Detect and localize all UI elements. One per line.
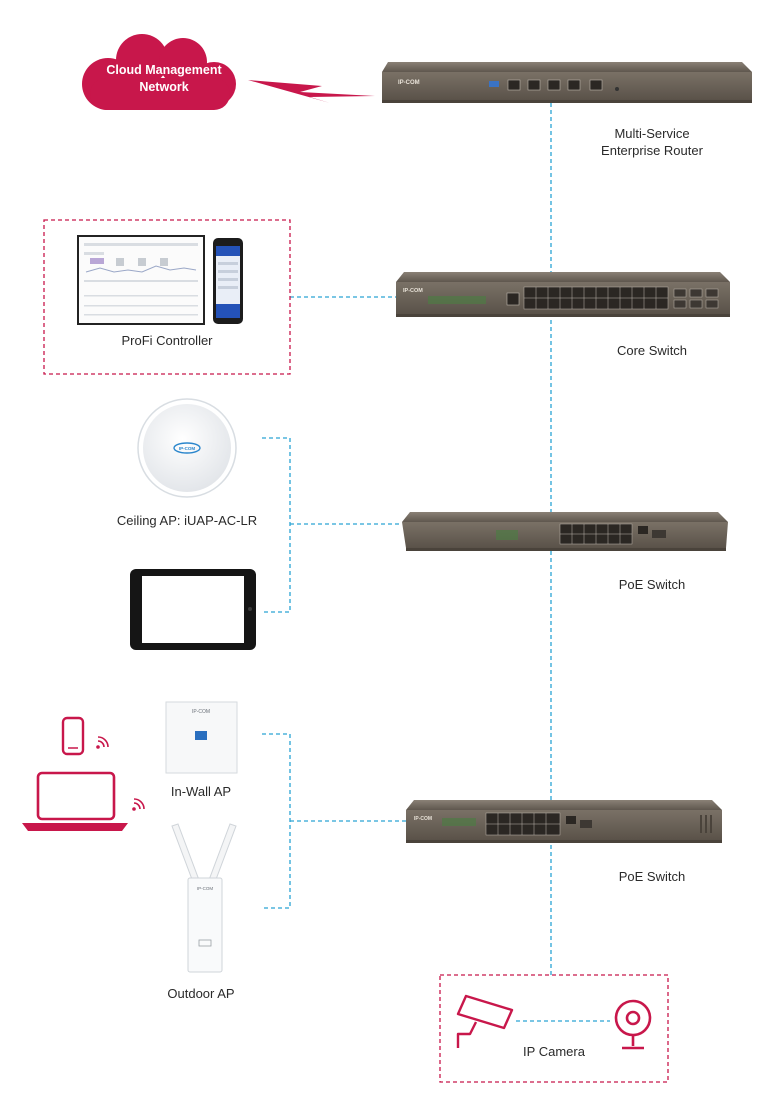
- cloud-management-network: [82, 34, 375, 110]
- inwall-ap-brand-text: IP-COM: [192, 709, 210, 715]
- camera-label: IP Camera: [523, 1044, 585, 1059]
- controller-group: [43, 219, 291, 375]
- controller-label: ProFi Controller: [121, 333, 213, 348]
- cloud-label-line1: Cloud Management: [106, 63, 222, 77]
- lightning-link-icon: [248, 80, 375, 103]
- router-label-line1: Multi-Service: [614, 126, 690, 141]
- inwall-ap-label: In-Wall AP: [170, 784, 232, 799]
- ceiling-ap-bracket: [262, 437, 291, 613]
- ceiling-ap-label: Ceiling AP: iUAP-AC-LR: [116, 513, 258, 528]
- cloud-label: Cloud Management Network: [86, 62, 242, 96]
- router-label-line2: Enterprise Router: [601, 143, 703, 158]
- router-brand-text: IP-COM: [398, 80, 420, 86]
- tablet-device: [130, 569, 256, 650]
- outdoor-ap-bracket: [262, 733, 291, 909]
- core-switch-label: Core Switch: [616, 343, 688, 358]
- ceiling-ap-device: IP-COM: [137, 398, 237, 498]
- outdoor-ap-brand-text: IP-COM: [197, 886, 214, 891]
- cloud-label-line2: Network: [139, 80, 189, 94]
- dome-camera-icon: [614, 999, 652, 1050]
- connection-lines: [262, 103, 610, 1022]
- outdoor-ap-label: Outdoor AP: [167, 986, 235, 1001]
- outdoor-ap-device: IP-COM: [171, 823, 237, 973]
- wifi-signal-icon: [96, 736, 109, 749]
- laptop-icon: [36, 771, 116, 821]
- core-switch-device: IP-COM: [396, 272, 730, 317]
- core-switch-brand-text: IP-COM: [403, 288, 423, 294]
- client-devices: [22, 716, 145, 831]
- poe-switch-2-label: PoE Switch: [618, 869, 686, 884]
- poe-switch-1-label: PoE Switch: [618, 577, 686, 592]
- phone-icon: [61, 716, 85, 756]
- router-label: Multi-Service Enterprise Router: [572, 125, 732, 159]
- ip-camera-group: [439, 974, 669, 1083]
- ceiling-ap-brand-text: IP-COM: [179, 446, 196, 451]
- multi-service-router-device: IP-COM: [382, 62, 752, 103]
- inwall-ap-device: IP-COM: [165, 701, 238, 774]
- poe-switch-2-brand-text: IP-COM: [414, 816, 432, 822]
- bullet-camera-icon: [456, 994, 514, 1048]
- wifi-signal-icon: [132, 798, 145, 811]
- poe-switch-2-device: IP-COM: [406, 800, 722, 843]
- poe-switch-1-device: [402, 512, 728, 551]
